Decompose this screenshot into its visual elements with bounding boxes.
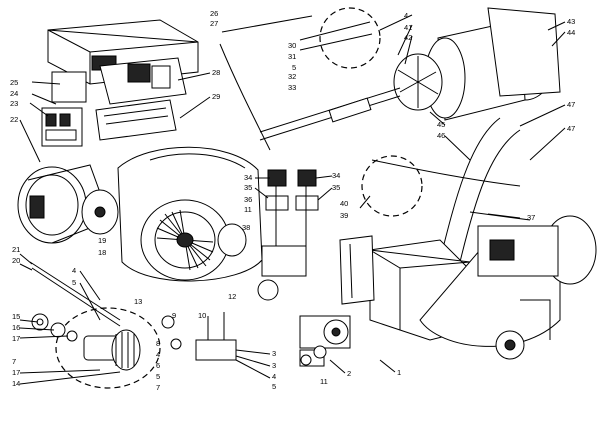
mounting-plate xyxy=(339,235,375,305)
callout-16: 16 xyxy=(12,323,21,332)
callout-30: 30 xyxy=(288,41,297,50)
callout-8: 8 xyxy=(156,339,161,348)
oil-hoses xyxy=(371,117,531,263)
callout-34-left: 34 xyxy=(244,173,253,182)
callout-15: 15 xyxy=(12,312,21,321)
callout-3-upper: 3 xyxy=(272,349,277,358)
callout-4-right: 4 xyxy=(272,372,277,381)
callout-38: 38 xyxy=(242,223,251,232)
callout-44: 44 xyxy=(567,28,576,37)
callout-11-upper: 11 xyxy=(244,205,252,214)
callout-33: 33 xyxy=(288,83,297,92)
callout-17: 17 xyxy=(12,334,21,343)
callout-14: 14 xyxy=(12,379,21,388)
detail-circle-electrodes xyxy=(319,7,381,69)
callout-22: 22 xyxy=(10,115,19,124)
callout-7-left: 7 xyxy=(12,357,17,366)
callout-11-lower: 11 xyxy=(320,377,328,386)
callout-13: 13 xyxy=(134,297,143,306)
callout-19: 19 xyxy=(98,236,107,245)
callout-1: 1 xyxy=(397,368,402,377)
callout-12: 12 xyxy=(228,292,237,301)
ignition-cables xyxy=(219,15,373,151)
callout-4: 4 xyxy=(404,11,409,20)
callout-41: 41 xyxy=(404,23,413,32)
callout-5-left: 5 xyxy=(72,278,77,287)
callout-42: 42 xyxy=(404,33,413,42)
callout-17-lower: 17 xyxy=(12,368,21,377)
callout-45: 45 xyxy=(437,120,446,129)
callout-40: 40 xyxy=(340,199,349,208)
electric-motor xyxy=(17,164,119,244)
callout-21: 21 xyxy=(12,245,21,254)
callout-23: 23 xyxy=(10,99,19,108)
leader-lines xyxy=(19,14,566,385)
blast-tube xyxy=(424,7,561,121)
callout-27: 27 xyxy=(210,19,219,28)
callout-35-left: 35 xyxy=(244,183,253,192)
nozzle-assembly xyxy=(259,53,443,141)
callout-37: 37 xyxy=(527,213,536,222)
callout-18: 18 xyxy=(98,248,107,257)
callout-6: 6 xyxy=(156,361,161,370)
callout-34-right: 34 xyxy=(332,171,341,180)
control-unit xyxy=(95,57,187,141)
callout-4-center: 4 xyxy=(156,350,161,359)
callout-4-left: 4 xyxy=(72,266,77,275)
callout-32: 32 xyxy=(288,72,297,81)
relay-block xyxy=(41,71,87,147)
callout-25: 25 xyxy=(10,78,19,87)
callout-24: 24 xyxy=(10,89,19,98)
detail-circle-pump xyxy=(55,307,161,389)
burner-assembled xyxy=(369,215,597,360)
callout-39: 39 xyxy=(340,211,349,220)
detail-circle-fittings xyxy=(361,155,423,217)
callout-9: 9 xyxy=(172,311,177,320)
callout-10: 10 xyxy=(198,311,207,320)
callout-46: 46 xyxy=(437,131,446,140)
callout-35-right: 35 xyxy=(332,183,341,192)
callout-31: 31 xyxy=(288,52,297,61)
callout-7-center: 7 xyxy=(156,383,161,392)
valve-parts xyxy=(161,312,327,366)
callout-36: 36 xyxy=(244,195,253,204)
solenoid-valves xyxy=(217,169,319,301)
callout-5: 5 xyxy=(292,63,297,72)
callout-5-center: 5 xyxy=(156,372,161,381)
callout-20: 20 xyxy=(12,256,21,265)
pump-parts xyxy=(29,261,141,371)
callout-43: 43 xyxy=(567,17,576,26)
callout-3-lower: 3 xyxy=(272,361,277,370)
callout-2: 2 xyxy=(347,369,352,378)
fan-housing xyxy=(117,146,263,282)
callout-26: 26 xyxy=(210,9,219,18)
callout-5-right: 5 xyxy=(272,382,277,391)
callout-28: 28 xyxy=(212,68,221,77)
callout-47-upper: 47 xyxy=(567,100,576,109)
callout-29: 29 xyxy=(212,92,221,101)
callout-47-lower: 47 xyxy=(567,124,576,133)
